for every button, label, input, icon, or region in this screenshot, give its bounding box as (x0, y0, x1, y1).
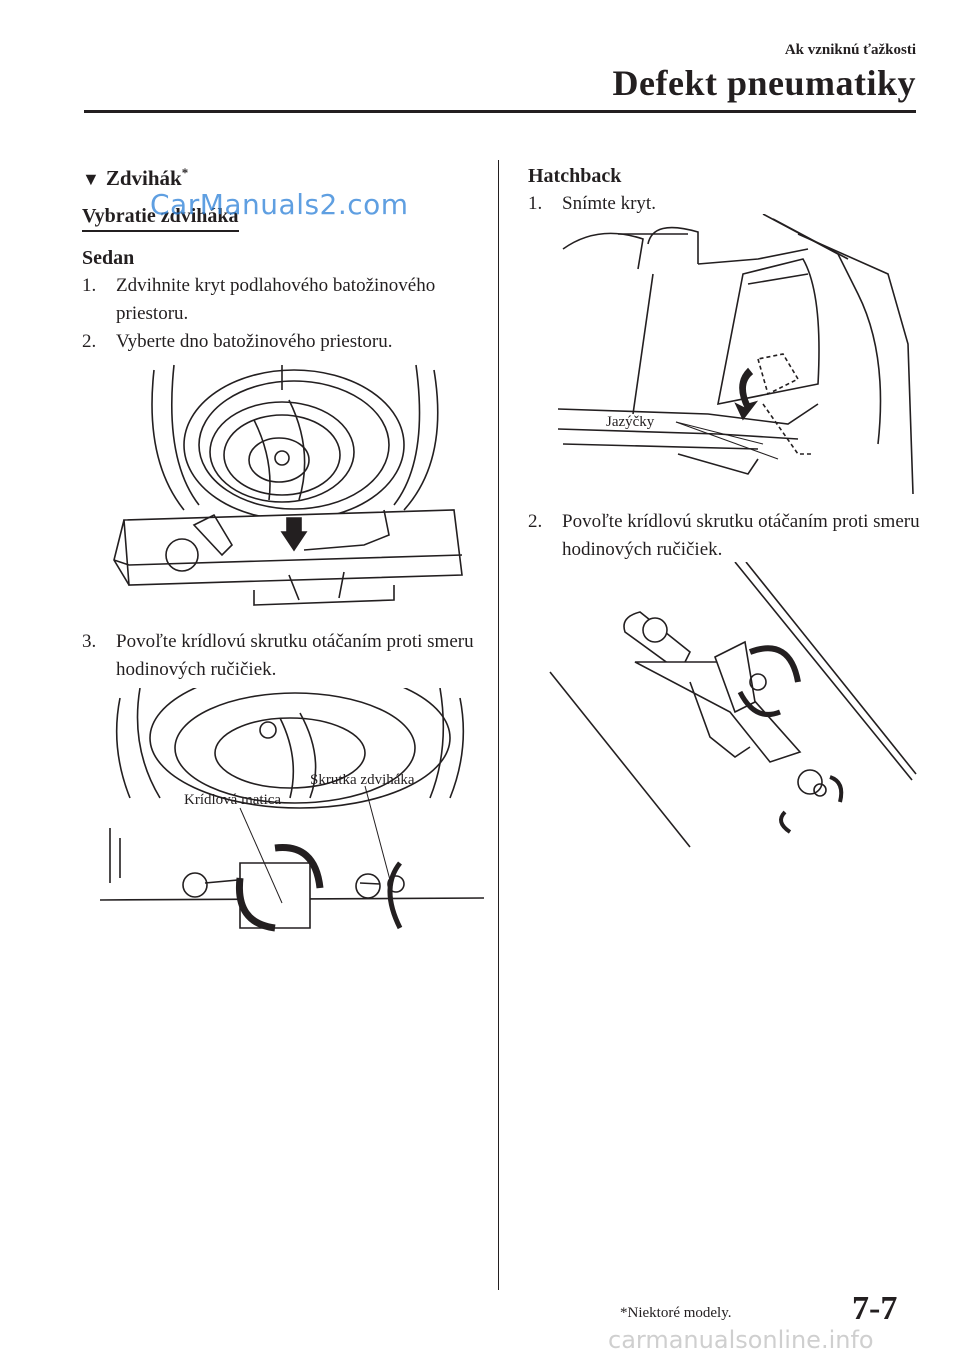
column-divider (498, 160, 499, 1290)
section-heading: ▼Zdvihák* (82, 165, 188, 191)
subsection-heading: Vybratie zdviháka (82, 205, 239, 232)
header-divider (84, 110, 916, 113)
step-item: 2. Vyberte dno batožinového priestoru. (82, 331, 393, 352)
jack-illustration (549, 562, 917, 848)
step-item: 1. Zdvihnite kryt podlahového batožinové… (82, 275, 436, 324)
footnote-mark: * (181, 165, 189, 180)
sedan-heading: Sedan (82, 247, 135, 269)
step-item: 2. Povoľte krídlovú skrutku otáčaním pro… (528, 511, 920, 560)
step-item: 1. Snímte kryt. (528, 193, 656, 214)
chapter-title: Ak vzniknú ťažkosti (784, 42, 916, 58)
wing-nut-label: Krídlová matica (184, 792, 281, 808)
hatchback-trunk-illustration: Jazýčky (558, 214, 914, 495)
footer-watermark: carmanualsonline.info (608, 1326, 874, 1354)
triangle-down-icon: ▼ (82, 169, 100, 189)
jack-bolt-label: Skrutka zdviháka (310, 772, 415, 788)
page-title: Defekt pneumatiky (612, 63, 916, 103)
wing-nut-illustration: Krídlová matica Skrutka zdviháka (100, 688, 484, 932)
step-item: 3. Povoľte krídlovú skrutku otáčaním pro… (82, 631, 474, 680)
tabs-label: Jazýčky (606, 414, 655, 430)
section-heading-text: Zdvihák (105, 166, 182, 190)
watermark-logo: CarManuals2.com (150, 188, 409, 221)
page-number: 7-7 (852, 1290, 898, 1327)
hatchback-heading: Hatchback (528, 165, 622, 187)
spare-tire-illustration (113, 364, 463, 606)
footnote: *Niektoré modely. (620, 1305, 732, 1321)
